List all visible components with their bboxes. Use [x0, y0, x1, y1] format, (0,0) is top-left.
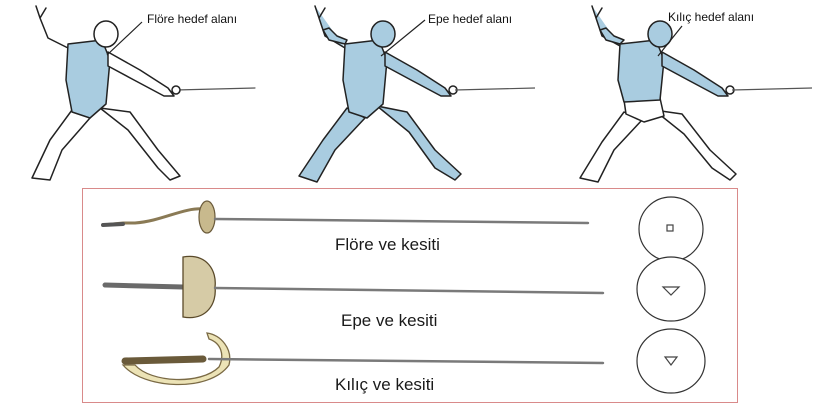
fencer-sabre-illustration	[560, 0, 817, 190]
foil-weapon	[103, 201, 588, 233]
target-label-sabre: Kılıç hedef alanı	[668, 10, 754, 24]
cross-section-foil	[639, 197, 703, 261]
cross-section-sabre	[637, 329, 705, 393]
fencer-figure-epee: Epe hedef alanı	[285, 0, 545, 190]
epee-weapon	[105, 256, 603, 317]
caption-epee: Epe ve kesiti	[341, 311, 437, 331]
weapons-panel: Flöre ve kesiti Epe ve kesiti Kılıç ve k…	[82, 188, 738, 403]
fencer-foil-illustration	[10, 0, 270, 190]
caption-sabre: Kılıç ve kesiti	[335, 375, 434, 395]
caption-foil: Flöre ve kesiti	[335, 235, 440, 255]
fencer-figure-sabre: Kılıç hedef alanı	[560, 0, 817, 190]
weapons-illustration	[83, 189, 739, 404]
cross-section-epee	[637, 257, 705, 321]
fencer-figure-foil: Flöre hedef alanı	[10, 0, 270, 190]
target-label-epee: Epe hedef alanı	[428, 12, 512, 26]
fencer-epee-illustration	[285, 0, 545, 190]
target-label-foil: Flöre hedef alanı	[147, 12, 237, 26]
